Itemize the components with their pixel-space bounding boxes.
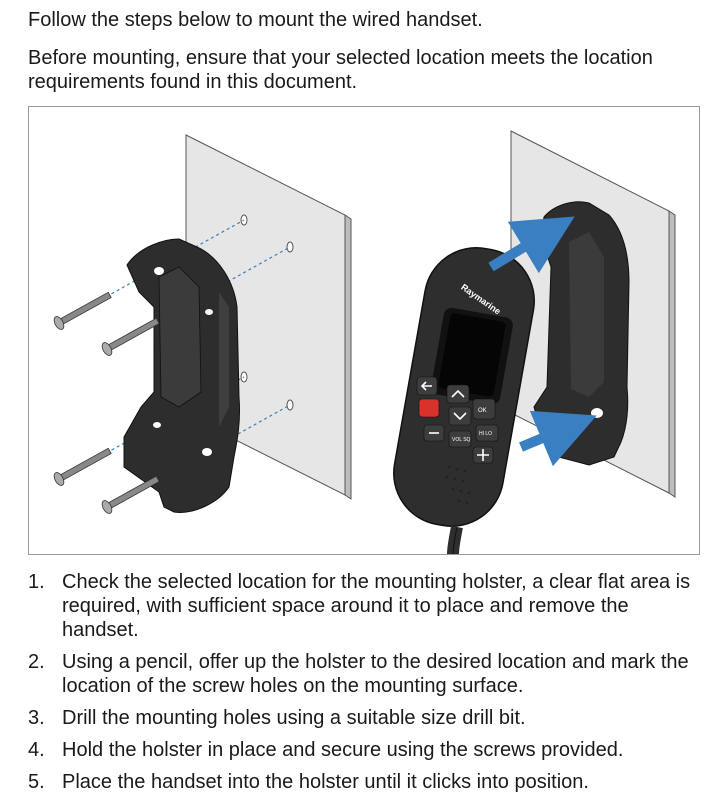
step-number: 1. (28, 571, 45, 593)
hi-lo-key-label: HI LO (479, 431, 492, 437)
step-text: Using a pencil, offer up the holster to … (62, 651, 689, 697)
intro-text-2: Before mounting, ensure that your select… (28, 47, 653, 93)
step-item: 5. Place the handset into the holster unt… (28, 770, 708, 794)
step-text: Hold the holster in place and secure usi… (62, 739, 624, 761)
handset-keypad: OK HI LO VOL SQ (416, 376, 499, 464)
step-item: 3. Drill the mounting holes using a suita… (28, 706, 708, 730)
handset: Raymarine OK HI LO VOL SQ (393, 247, 535, 554)
distress-key (418, 398, 440, 418)
step-item: 4. Hold the holster in place and secure u… (28, 738, 708, 762)
steps-list: 1. Check the selected location for the mo… (28, 570, 708, 802)
step-text: Check the selected location for the moun… (62, 571, 691, 641)
screws (53, 291, 160, 514)
mounting-diagram-svg: Raymarine OK HI LO VOL SQ (53, 130, 676, 554)
step-text: Place the handset into the holster until… (62, 771, 589, 793)
plus-icon (477, 449, 489, 461)
back-arrow-icon (420, 381, 432, 391)
step-number: 5. (28, 771, 45, 793)
holster-left (123, 238, 240, 513)
vol-sq-key-label: VOL SQ (452, 437, 471, 443)
ok-key-label: OK (478, 408, 487, 414)
mounting-illustration: Raymarine OK HI LO VOL SQ (28, 106, 700, 555)
speaker-grille (445, 465, 471, 505)
chevron-down-icon (453, 412, 467, 421)
step-item: 1. Check the selected location for the mo… (28, 570, 708, 642)
step-number: 2. (28, 651, 45, 673)
step-text: Drill the mounting holes using a suitabl… (62, 707, 526, 729)
insert-arrows (488, 216, 597, 467)
step-number: 4. (28, 739, 45, 761)
intro-text-1: Follow the steps below to mount the wire… (28, 9, 483, 31)
step-number: 3. (28, 707, 45, 729)
step-item: 2. Using a pencil, offer up the holster t… (28, 650, 708, 698)
chevron-up-icon (451, 389, 465, 398)
